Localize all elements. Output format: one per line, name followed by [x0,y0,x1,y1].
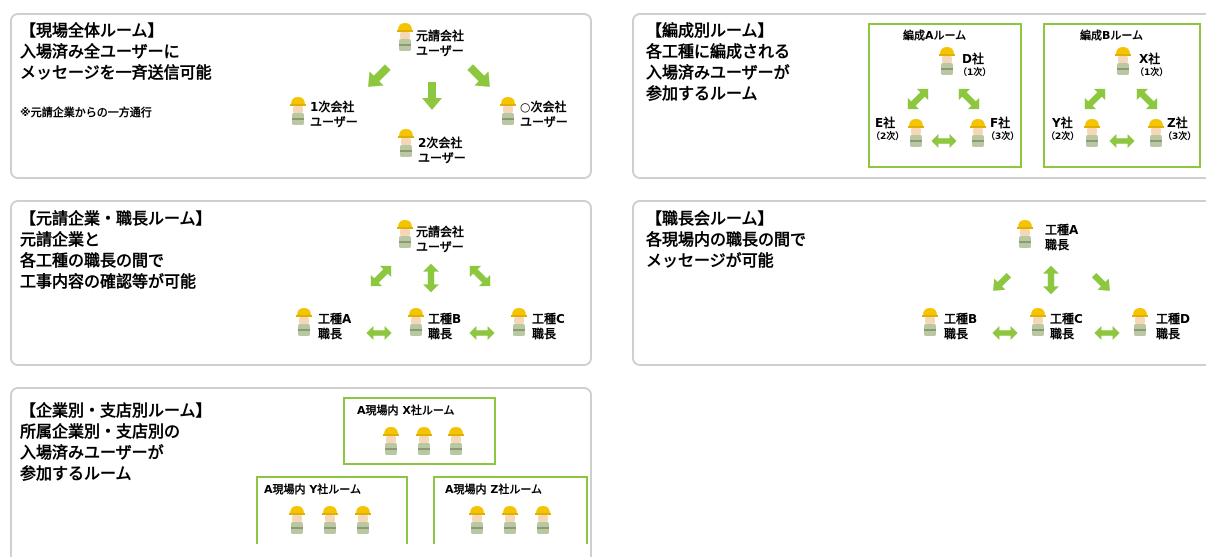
double-arrow-icon [992,326,1018,340]
p1-left-label: 1次会社 ユーザー [310,100,358,129]
team-a-top-sub: （1次） [958,68,992,78]
worker-icon [920,306,940,336]
panel3-title: 【元請企業・職長ルーム】 元請企業と 各工種の職長の間で 工事内容の確認等が可能 [20,209,212,291]
double-arrow-icon [931,134,957,148]
worker-icon [1015,218,1035,248]
worker-icon [968,117,988,147]
team-b-left-label: Y社 [1052,116,1073,130]
worker-icon [288,95,308,125]
panel-foreman-council-room [632,200,1206,366]
p1-right-label: ○次会社 ユーザー [520,100,568,129]
worker-icon [1130,306,1150,336]
team-b-right-label: Z社 [1167,116,1188,130]
worker-icon [396,127,416,157]
worker-icon [406,306,426,336]
double-arrow-icon [423,263,439,293]
worker-icon [395,21,415,51]
double-arrow-icon [1094,326,1120,340]
team-a-right-sub: （3次） [986,132,1020,142]
worker-icon [287,504,307,534]
worker-icon [446,425,466,455]
double-arrow-icon [1109,134,1135,148]
p4-left-label: 工種B 職長 [944,312,978,341]
worker-icon [294,306,314,336]
worker-icon [509,306,529,336]
panel2-title: 【編成別ルーム】 各工種に編成される 入場済みユーザーが 参加するルーム [646,21,791,103]
worker-icon [467,504,487,534]
team-b-left-sub: （2次） [1046,132,1080,142]
company-x-title: A現場内 X社ルーム [357,404,455,417]
team-a-box [868,23,1022,168]
p1-top-label: 元請会社 ユーザー [416,29,465,58]
team-b-right-sub: （3次） [1163,132,1197,142]
p3-middle-label: 工種B 職長 [428,312,462,341]
worker-icon [937,45,957,75]
worker-icon [533,504,553,534]
worker-icon [500,504,520,534]
worker-icon [353,504,373,534]
team-a-left-label: E社 [875,116,896,130]
panel-contractor-foreman-room [10,200,592,366]
p3-top-label: 元請会社 ユーザー [416,225,465,254]
p1-middle-label: 2次会社 ユーザー [418,136,466,165]
p3-left-label: 工種A 職長 [318,312,352,341]
panel1-note: ※元請企業からの一方通行 [20,106,152,119]
double-arrow-icon [366,326,392,340]
team-b-top-label: X社 [1139,52,1161,66]
worker-icon [498,95,518,125]
team-a-right-label: F社 [990,116,1011,130]
worker-icon [1028,306,1048,336]
p4-top-label: 工種A 職長 [1045,223,1079,252]
worker-icon [381,425,401,455]
team-b-title: 編成Bルーム [1080,29,1144,42]
team-a-title: 編成Aルーム [903,29,967,42]
double-arrow-icon [469,326,495,340]
panel-site-wide-room [10,13,592,179]
arrow-icon [422,82,442,110]
double-arrow-icon [1043,265,1059,295]
team-a-left-sub: （2次） [871,132,905,142]
worker-icon [395,218,415,248]
worker-icon [414,425,434,455]
team-a-top-label: D社 [962,52,984,66]
team-b-top-sub: （1次） [1135,68,1169,78]
worker-icon [1113,45,1133,75]
p4-right-label: 工種D 職長 [1156,312,1190,341]
p4-middle-label: 工種C 職長 [1050,312,1083,341]
panel4-title: 【職長会ルーム】 各現場内の職長の間で メッセージが可能 [646,209,807,270]
panel1-title: 【現場全体ルーム】 入場済み全ユーザーに メッセージを一斉送信可能 [20,21,212,82]
worker-icon [320,504,340,534]
company-y-title: A現場内 Y社ルーム [264,483,361,496]
worker-icon [906,117,926,147]
panel5-title: 【企業別・支店別ルーム】 所属企業別・支店別の 入場済みユーザーが 参加するルー… [20,401,212,483]
p3-right-label: 工種C 職長 [532,312,565,341]
company-z-title: A現場内 Z社ルーム [445,483,542,496]
worker-icon [1082,117,1102,147]
